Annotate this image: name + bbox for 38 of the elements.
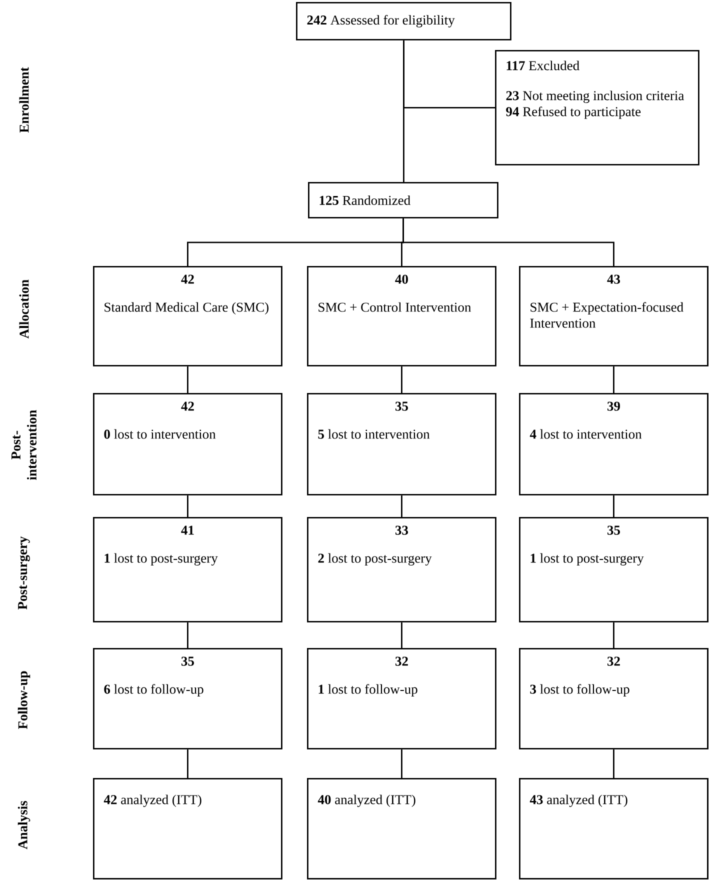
connector-line <box>401 622 402 648</box>
flow-box: 43 SMC + Expectation-focused Intervention <box>519 266 708 366</box>
connector-line <box>613 622 614 648</box>
flow-box: 42 analyzed (ITT) <box>93 778 282 880</box>
stage-label: Post-surgery <box>18 536 30 610</box>
flow-box: 41 1 lost to post-surgery <box>93 517 282 622</box>
connector-line <box>401 495 402 517</box>
flow-box: 242 Assessed for eligibility <box>296 2 512 40</box>
flow-box: 117 Excluded 23 Not meeting inclusion criteria 94 Refused to participate <box>495 50 700 166</box>
stage-label: Follow-up <box>18 671 30 730</box>
flow-box: 35 6 lost to follow-up <box>93 648 282 750</box>
flow-box: 40 analyzed (ITT) <box>307 778 496 880</box>
connector-line <box>187 622 188 648</box>
stage-label: Analysis <box>18 800 30 850</box>
connector-line <box>401 749 402 778</box>
connector-line <box>187 366 188 393</box>
connector-line <box>613 749 614 778</box>
stage-label: Allocation <box>19 280 29 338</box>
connector-line <box>187 495 188 517</box>
flow-box: 125 Randomized <box>308 182 498 218</box>
flow-box: 43 analyzed (ITT) <box>519 778 708 880</box>
flow-box: 32 3 lost to follow-up <box>519 648 708 750</box>
connector-line <box>401 366 402 393</box>
flow-box: 42 0 lost to intervention <box>93 393 282 496</box>
flow-box: 35 1 lost to post-surgery <box>519 517 708 622</box>
connector-line <box>613 366 614 393</box>
flow-box: 35 5 lost to intervention <box>307 393 496 496</box>
connector-line <box>403 40 495 108</box>
stage-label: Post-intervention <box>12 410 36 480</box>
flow-box: 40 SMC + Control Intervention <box>307 266 496 366</box>
connector-line <box>187 749 188 778</box>
flow-box: 42 Standard Medical Care (SMC) <box>93 266 282 366</box>
connector-line <box>613 495 614 517</box>
flow-box: 33 2 lost to post-surgery <box>307 517 496 622</box>
connector-line <box>402 218 614 266</box>
flow-box: 32 1 lost to follow-up <box>307 648 496 750</box>
stage-label: Enrollment <box>19 67 29 133</box>
flow-box: 39 4 lost to intervention <box>519 393 708 496</box>
